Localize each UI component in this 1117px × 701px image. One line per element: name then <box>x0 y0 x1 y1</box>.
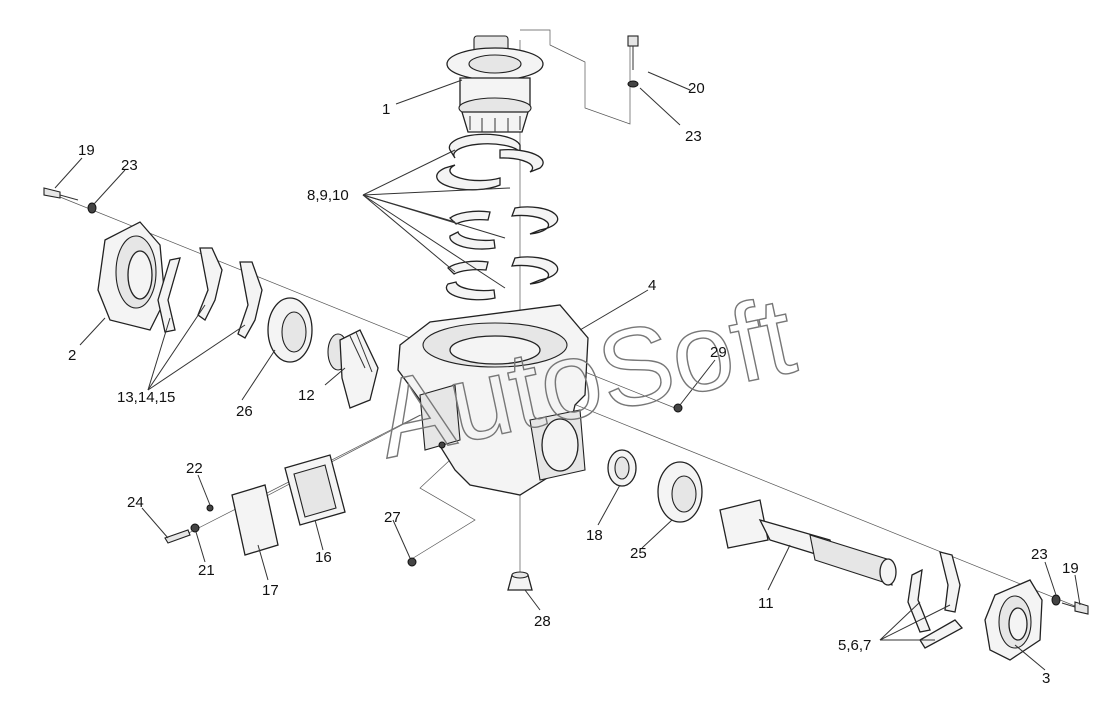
part-bearing-26 <box>267 297 313 363</box>
callout-27: 27 <box>384 509 401 526</box>
callout-12: 12 <box>298 387 315 404</box>
part-bearing-25 <box>657 461 703 523</box>
part-shaft-11 <box>719 499 897 586</box>
callout-22: 22 <box>186 460 203 477</box>
part-bevel-gear-12 <box>327 329 379 409</box>
callout-23-right: 23 <box>1031 546 1048 563</box>
callout-5-6-7: 5,6,7 <box>838 637 871 654</box>
callout-4: 4 <box>648 277 656 294</box>
callout-3: 3 <box>1042 670 1050 687</box>
part-nut-29 <box>673 403 683 413</box>
callout-13-14-15: 13,14,15 <box>117 389 175 406</box>
part-right-cover <box>984 579 1043 661</box>
callout-16: 16 <box>315 549 332 566</box>
part-plug-28 <box>507 571 533 591</box>
callout-labels: 1 2 3 4 5,6,7 8,9,10 11 12 13,14,15 16 1… <box>68 80 1079 687</box>
part-left-cover <box>97 221 166 331</box>
leader-lines <box>54 71 1081 671</box>
callout-24: 24 <box>127 494 144 511</box>
callout-26: 26 <box>236 403 253 420</box>
callout-23-left: 23 <box>121 157 138 174</box>
part-seal-18 <box>607 449 637 487</box>
callout-28: 28 <box>534 613 551 630</box>
part-left-shims <box>157 247 263 339</box>
callout-19-right: 19 <box>1062 560 1079 577</box>
part-shims <box>436 133 559 301</box>
callout-20: 20 <box>688 80 705 97</box>
part-left-bolt <box>43 187 97 214</box>
callout-23-top: 23 <box>685 128 702 145</box>
callout-2: 2 <box>68 347 76 364</box>
callout-17: 17 <box>262 582 279 599</box>
callout-11: 11 <box>758 595 774 612</box>
part-right-shims <box>907 551 964 649</box>
callout-18: 18 <box>586 527 603 544</box>
callout-8-9-10: 8,9,10 <box>307 187 349 204</box>
callout-25: 25 <box>630 545 647 562</box>
part-top-bolt <box>627 35 639 88</box>
part-right-bolt <box>1051 594 1089 615</box>
part-plug-27 <box>407 557 417 567</box>
part-side-cover <box>164 454 346 556</box>
watermark-text: AutoSoft <box>366 274 804 482</box>
part-housing <box>397 304 589 496</box>
callout-19-left: 19 <box>78 142 95 159</box>
watermark: AutoSoft <box>365 273 805 482</box>
part-top-flange-assembly <box>446 35 544 133</box>
callout-1: 1 <box>382 101 390 118</box>
callout-29: 29 <box>710 344 727 361</box>
callout-21: 21 <box>198 562 215 579</box>
